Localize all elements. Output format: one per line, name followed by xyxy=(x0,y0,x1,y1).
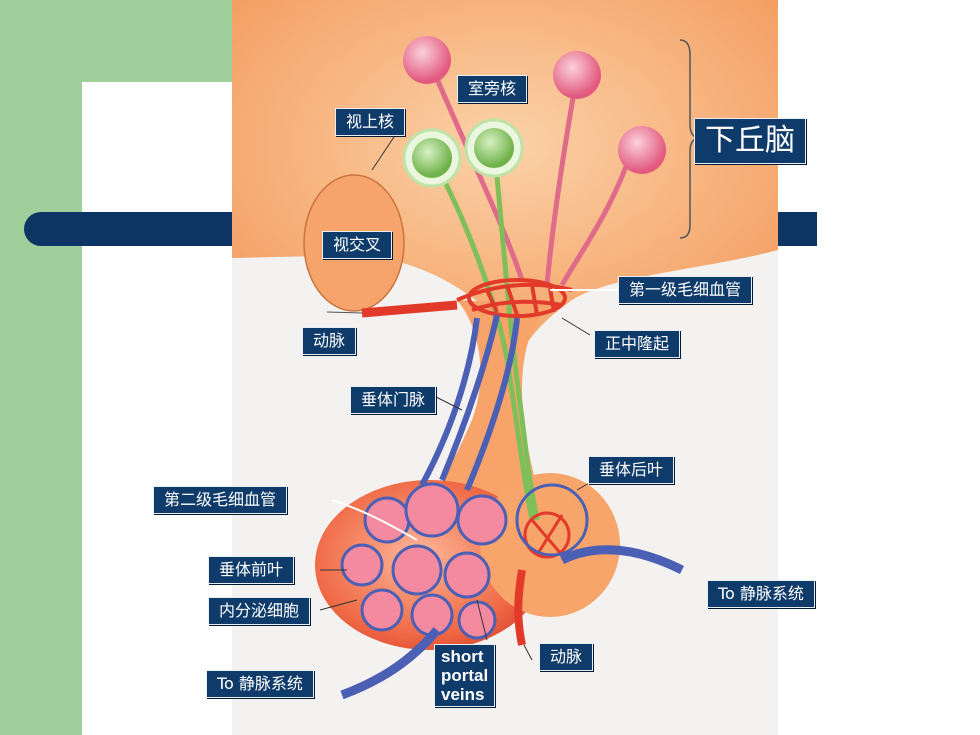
supraoptic-nucleus-body xyxy=(412,138,452,178)
left-navy-bar xyxy=(24,212,234,246)
label-anterior-pituitary: 垂体前叶 xyxy=(208,556,295,584)
label-artery-bottom: 动脉 xyxy=(539,643,594,671)
leader-lines xyxy=(331,289,620,541)
label-posterior-pituitary: 垂体后叶 xyxy=(588,456,675,484)
label-short-portal-veins: short portal veins xyxy=(434,644,496,707)
right-vein-outlet xyxy=(559,545,685,575)
pink-neuron-2 xyxy=(553,51,601,99)
posterior-lobe xyxy=(480,473,620,617)
label-secondary-capillary: 第二级毛细血管 xyxy=(153,486,288,514)
label-optic-chiasm: 视交叉 xyxy=(322,231,393,259)
posterior-veins xyxy=(515,483,589,557)
rounded-white-corner xyxy=(82,82,242,202)
label-median-eminence: 正中隆起 xyxy=(594,330,681,358)
top-artery xyxy=(361,300,458,318)
top-artery-arrow-line xyxy=(326,311,363,314)
green-neuron-fibers xyxy=(429,147,540,521)
bottom-artery xyxy=(514,569,526,646)
hypothalamus-tissue xyxy=(232,0,778,360)
portal-veins xyxy=(419,314,520,492)
pink-neuron-1 xyxy=(403,36,451,84)
label-primary-capillary: 第一级毛细血管 xyxy=(618,276,753,304)
posterior-capillaries xyxy=(523,511,571,559)
pink-neuron-3 xyxy=(618,126,666,174)
top-green-block xyxy=(82,0,232,82)
left-vein-outlet xyxy=(340,627,441,700)
label-to-venous-left: To 静脉系统 xyxy=(206,670,314,698)
label-portal-vein: 垂体门脉 xyxy=(350,386,437,414)
label-hypothalamus: 下丘脑 xyxy=(694,118,806,164)
pink-neuron-fibers xyxy=(424,54,635,287)
label-to-venous-right: To 静脉系统 xyxy=(707,580,815,608)
label-endocrine-cell: 内分泌细胞 xyxy=(208,597,311,625)
paraventricular-nucleus-body xyxy=(474,128,514,168)
label-paraventricular-nucleus: 室旁核 xyxy=(457,75,528,103)
endocrine-cell-clusters xyxy=(340,482,508,640)
label-artery-top: 动脉 xyxy=(302,327,357,355)
left-green-strip xyxy=(0,0,82,735)
pituitary-portal-diagram xyxy=(232,0,778,735)
label-supraoptic-nucleus: 视上核 xyxy=(335,108,406,136)
right-navy-bar xyxy=(777,212,817,246)
primary-capillary-plexus xyxy=(456,278,573,318)
